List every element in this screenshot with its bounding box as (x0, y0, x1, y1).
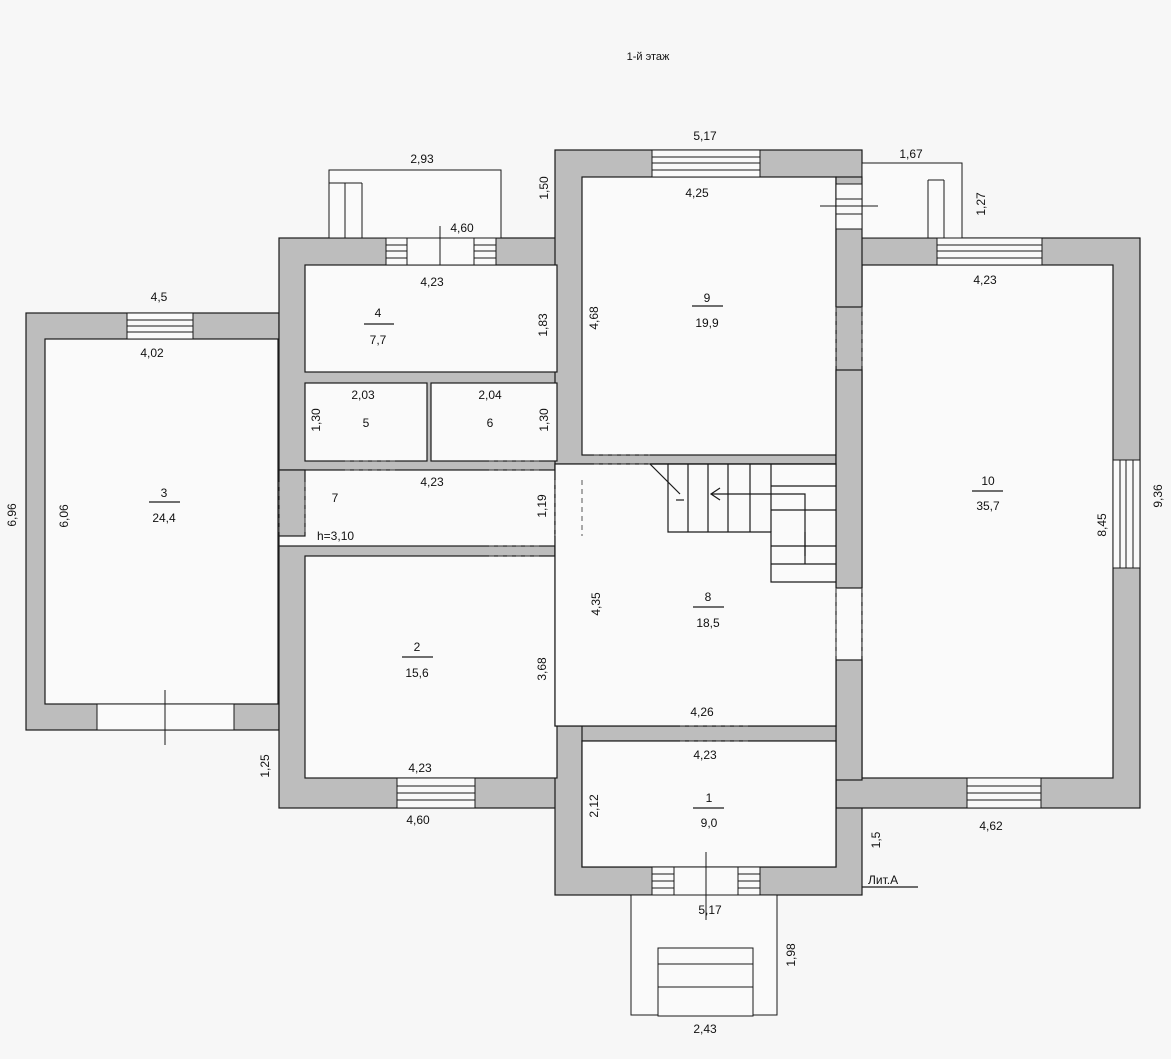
litera-label: Лит.А (868, 873, 898, 887)
room-3-area: 24,4 (152, 511, 176, 525)
dim-label: 4,35 (589, 592, 603, 616)
dim-label: 1,25 (258, 754, 272, 778)
dim-label: 4,60 (450, 221, 474, 235)
dim-label: 2,93 (410, 152, 434, 166)
dim-label: 2,43 (693, 1022, 717, 1036)
dim-label: 4,60 (406, 813, 430, 827)
dim-label: 4,23 (408, 761, 432, 775)
dim-label: 1,83 (536, 313, 550, 337)
dim-label: 5,17 (693, 129, 717, 143)
window-room9-right (820, 183, 878, 230)
room-2-area: 15,6 (405, 666, 429, 680)
room-4-number: 4 (375, 306, 382, 320)
dim-label: 4,26 (690, 705, 714, 719)
room-9-number: 9 (704, 291, 711, 305)
dim-label: 4,5 (151, 290, 168, 304)
dim-label: 1,67 (899, 147, 923, 161)
dim-label: 1,27 (974, 192, 988, 216)
dim-label: 3,68 (535, 657, 549, 681)
room-5-number: 5 (363, 416, 370, 430)
floor-title: 1-й этаж (627, 51, 670, 63)
room-interiors (44, 176, 1114, 868)
porch-steps (657, 947, 754, 1017)
dim-label: 1,30 (309, 408, 323, 432)
dim-label: 6,06 (57, 504, 71, 528)
dim-label: 2,04 (478, 388, 502, 402)
ceiling-height: h=3,10 (317, 529, 354, 543)
room-2-number: 2 (414, 640, 421, 654)
window-room2-bottom (396, 777, 476, 809)
dim-label: 4,23 (420, 275, 444, 289)
room-9-area: 19,9 (695, 316, 719, 330)
dim-label: 4,25 (685, 186, 709, 200)
dim-label: 4,62 (979, 819, 1003, 833)
room-3-number: 3 (161, 486, 168, 500)
dimension-labels-vertical: 1,50 1,27 1,83 4,68 1,30 1,30 1,19 6,96 … (5, 176, 1165, 967)
window-room4-top (385, 226, 497, 266)
dim-label: 5,17 (698, 903, 722, 917)
room-8-area: 18,5 (696, 616, 720, 630)
window-dormer-left (329, 182, 363, 238)
room-10-area: 35,7 (976, 499, 1000, 513)
window-room10-top (936, 237, 1043, 266)
windows (96, 149, 1141, 1017)
dim-label: 9,36 (1151, 484, 1165, 508)
window-room9-top (651, 149, 761, 178)
dim-label: 1,5 (869, 831, 883, 848)
dim-label: 2,12 (587, 794, 601, 818)
window-room10-bottom (966, 777, 1042, 809)
dimension-labels: 2,93 4,60 4,23 5,17 4,25 1,67 4,23 4,5 4… (140, 129, 1003, 1036)
dim-label: 4,68 (587, 306, 601, 330)
window-room3-bottom (96, 690, 235, 745)
dim-label: 8,45 (1095, 513, 1109, 537)
room-6-number: 6 (487, 416, 494, 430)
area-dividers (149, 305, 1003, 888)
staircase (649, 463, 836, 583)
dim-label: 2,03 (351, 388, 375, 402)
dim-label: 6,96 (5, 503, 19, 527)
entrance-door (651, 852, 761, 920)
room-8-number: 8 (705, 590, 712, 604)
room-1-number: 1 (706, 791, 713, 805)
dim-label: 1,50 (537, 176, 551, 200)
window-room3-top (126, 312, 194, 340)
dim-label: 1,98 (784, 943, 798, 967)
dim-label: 4,23 (973, 273, 997, 287)
room-1-area: 9,0 (701, 816, 718, 830)
dim-label: 1,19 (535, 494, 549, 518)
room-10-number: 10 (981, 474, 995, 488)
dim-label: 4,02 (140, 346, 164, 360)
window-dormer-right (927, 179, 945, 238)
window-room10-right (1112, 459, 1141, 569)
dim-label: 4,23 (693, 748, 717, 762)
door-openings (278, 307, 863, 742)
dim-label: 1,30 (537, 408, 551, 432)
dim-label: 4,23 (420, 475, 444, 489)
room-4-area: 7,7 (370, 333, 387, 347)
room-7-number: 7 (332, 491, 339, 505)
